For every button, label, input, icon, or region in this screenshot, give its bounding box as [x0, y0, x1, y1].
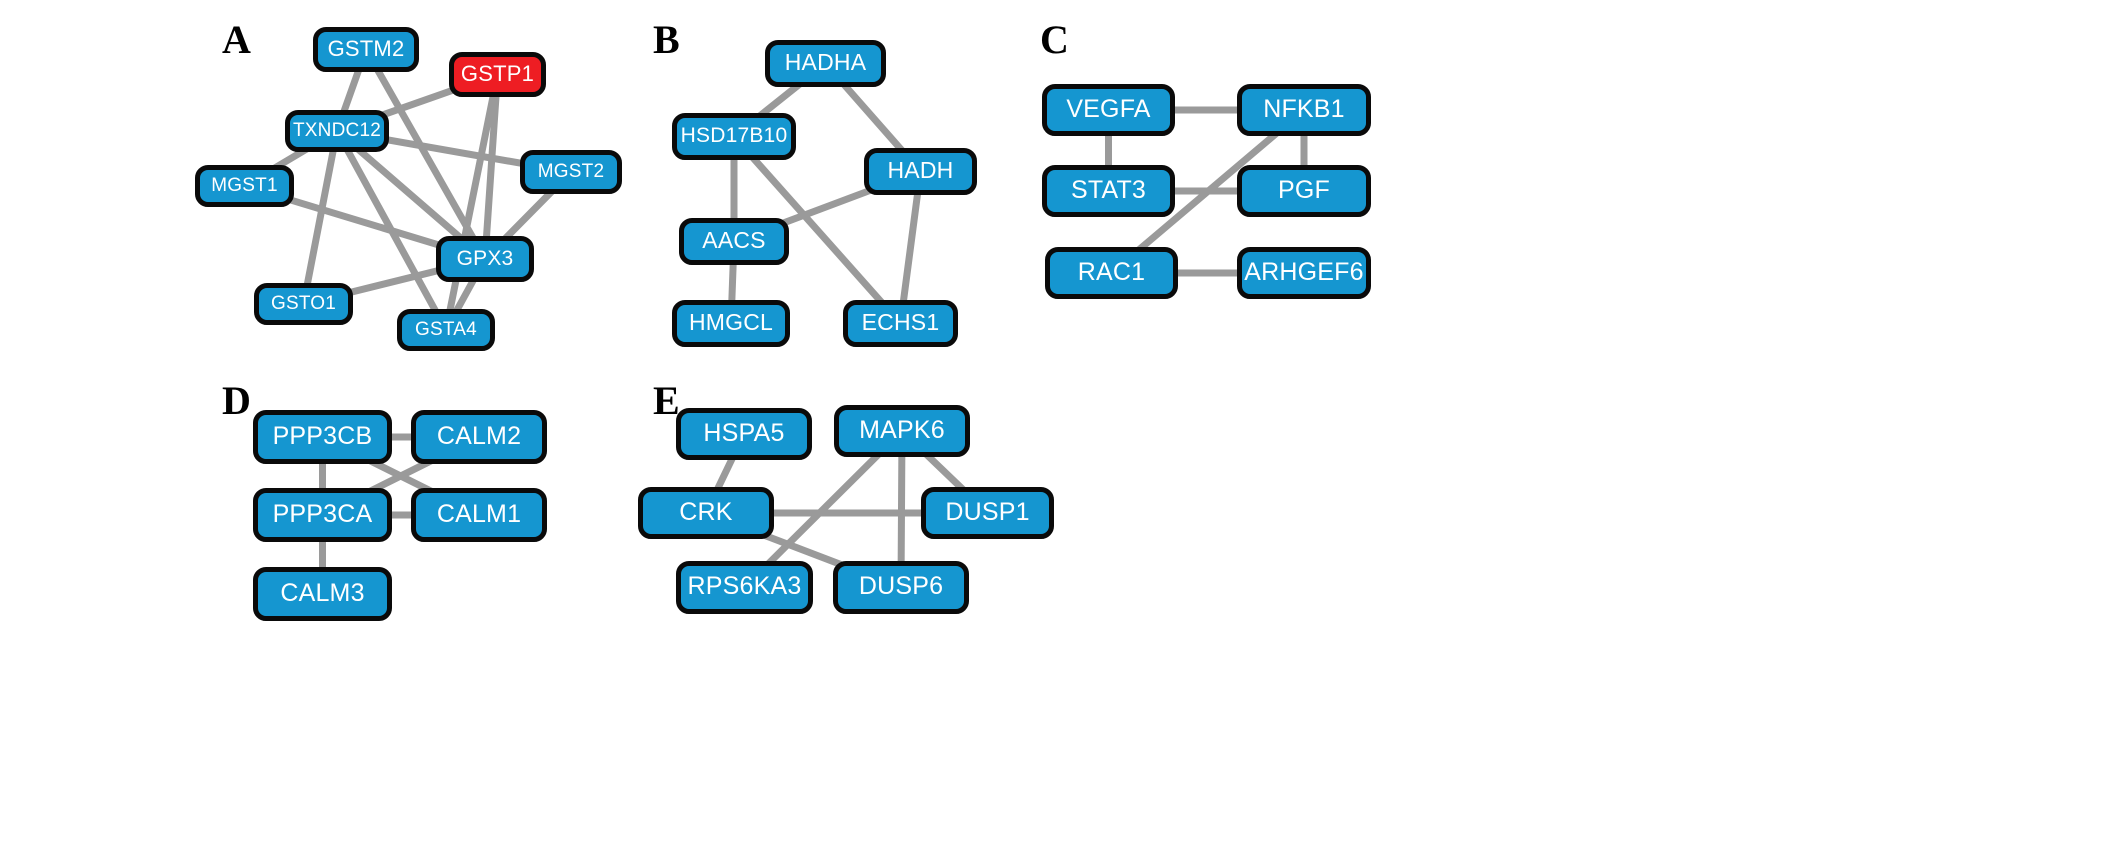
panel-letter-d: D — [222, 378, 251, 423]
panel-letter-b: B — [653, 17, 680, 62]
panel-letter-e: E — [653, 378, 680, 423]
panel-letter-a: A — [222, 17, 251, 62]
panel-letter-c: C — [1040, 17, 1069, 62]
